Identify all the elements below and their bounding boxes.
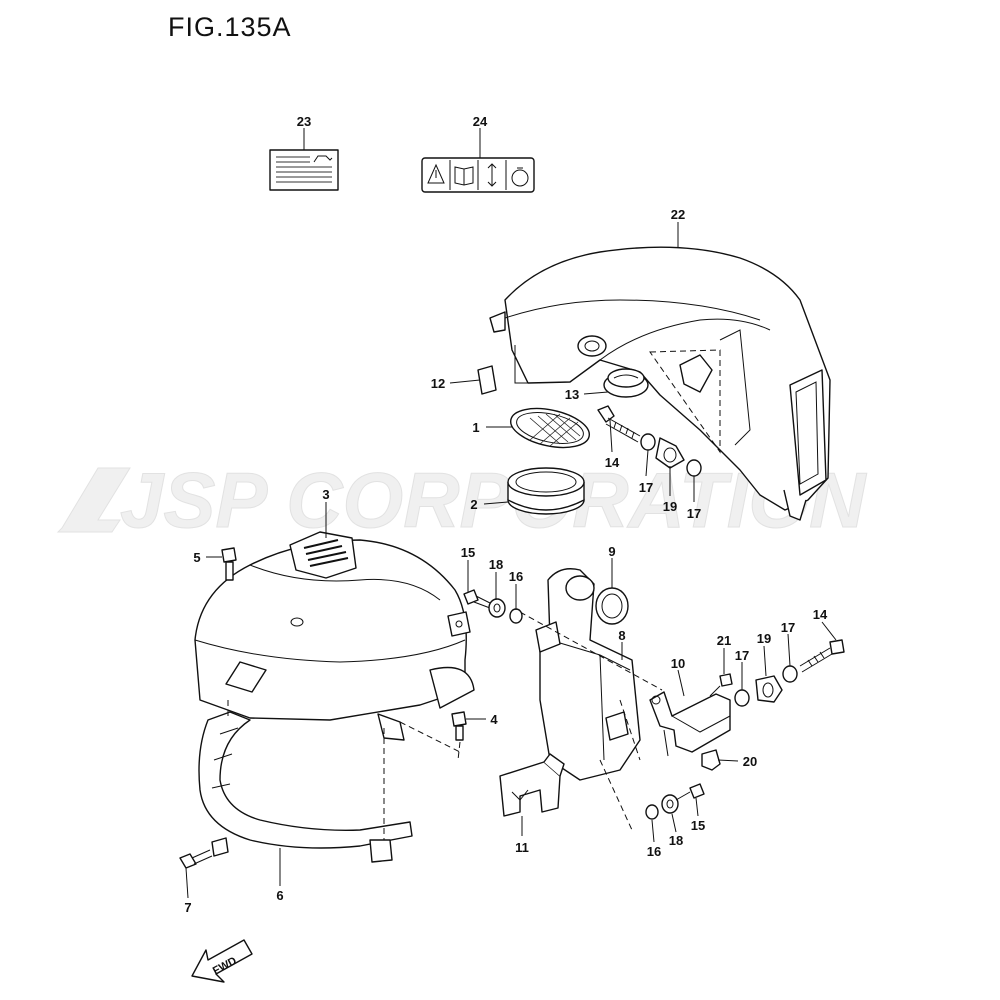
- callout-3: 3: [322, 487, 329, 502]
- figure-title: FIG.135A: [168, 12, 292, 42]
- part-17-washer-c: [734, 689, 750, 707]
- part-18-grommet-lower: [661, 794, 679, 814]
- part-1-mesh-screen: [509, 407, 591, 449]
- callout-7: 7: [184, 900, 191, 915]
- callout-16-upper: 16: [509, 569, 523, 584]
- assembly-line: [649, 349, 721, 454]
- part-20-clip: [701, 749, 721, 771]
- callout-13: 13: [565, 387, 579, 402]
- callout-9: 9: [608, 544, 615, 559]
- part-24-warning-decal: [421, 157, 535, 193]
- callout-11: 11: [515, 840, 529, 855]
- callout-22: 22: [671, 207, 685, 222]
- part-6-bracket-frame: [198, 711, 413, 863]
- part-10-bracket: [649, 691, 731, 757]
- part-17-washer-d: [782, 665, 798, 683]
- part-18-grommet-upper: [488, 598, 506, 618]
- callout-14-upper: 14: [605, 455, 620, 470]
- part-16-washer-lower: [645, 804, 659, 820]
- callout-12: 12: [431, 376, 445, 391]
- callout-19-lower: 19: [757, 631, 771, 646]
- part-4-bolt: [451, 711, 467, 741]
- callout-10: 10: [671, 656, 685, 671]
- callout-18-lower: 18: [669, 833, 683, 848]
- part-15-bolt-upper: [463, 589, 493, 609]
- part-21-screw: [709, 673, 733, 697]
- part-17-washer-b: [686, 459, 702, 477]
- engine-symbol-icon: [511, 167, 529, 187]
- part-11-bracket: [499, 753, 565, 817]
- callout-6: 6: [276, 888, 283, 903]
- leader-lines: [185, 128, 837, 899]
- callout-19-upper: 19: [663, 499, 677, 514]
- part-17-washer-a: [640, 433, 656, 451]
- callout-8: 8: [618, 628, 625, 643]
- callout-18-upper: 18: [489, 557, 503, 572]
- part-5-bolt: [221, 547, 237, 581]
- fwd-direction-arrow: FWD: [191, 939, 253, 983]
- part-7-bolt: [179, 849, 213, 869]
- part-15-bolt-lower: [675, 783, 705, 801]
- callout-labels: 23 24 22 12 13 1 14 17 19 17 2 3 5 15 18…: [184, 114, 828, 915]
- callout-2: 2: [470, 497, 477, 512]
- callout-5: 5: [193, 550, 200, 565]
- part-19-grommet-a: [655, 437, 685, 469]
- part-13-grommet: [603, 368, 649, 398]
- callout-24: 24: [473, 114, 488, 129]
- callout-15-upper: 15: [461, 545, 475, 560]
- part-8-silencer-box: [535, 568, 641, 781]
- part-14-bolt-upper: [597, 405, 641, 443]
- part-3-cover: [194, 531, 475, 721]
- callout-17-d: 17: [735, 648, 749, 663]
- callout-16-lower: 16: [647, 844, 661, 859]
- manual-book-icon: [454, 166, 474, 186]
- callout-1: 1: [472, 420, 479, 435]
- part-16-washer-upper: [509, 608, 523, 624]
- callout-4: 4: [490, 712, 498, 727]
- part-22-silencer-case: [489, 246, 831, 521]
- assembly-line-4: [399, 721, 461, 761]
- callout-17-c: 17: [781, 620, 795, 635]
- warning-triangle-icon: [427, 163, 445, 184]
- watermark-logo-mark: [56, 467, 131, 533]
- callout-20: 20: [743, 754, 757, 769]
- callout-15-lower: 15: [691, 818, 705, 833]
- callout-17-b: 17: [687, 506, 701, 521]
- vertical-arrows-icon: [487, 163, 497, 187]
- part-9-clamp-ring: [595, 587, 629, 625]
- part-12-tab: [477, 365, 497, 395]
- part-14-bolt-lower: [799, 639, 845, 673]
- callout-14-lower: 14: [813, 607, 828, 622]
- part-19-grommet-b: [755, 675, 783, 703]
- part-23-label-decal: [269, 149, 339, 191]
- callout-17-a: 17: [639, 480, 653, 495]
- callout-23: 23: [297, 114, 311, 129]
- callout-21: 21: [717, 633, 731, 648]
- assembly-line-8: [519, 611, 663, 831]
- part-2-sleeve: [507, 467, 585, 515]
